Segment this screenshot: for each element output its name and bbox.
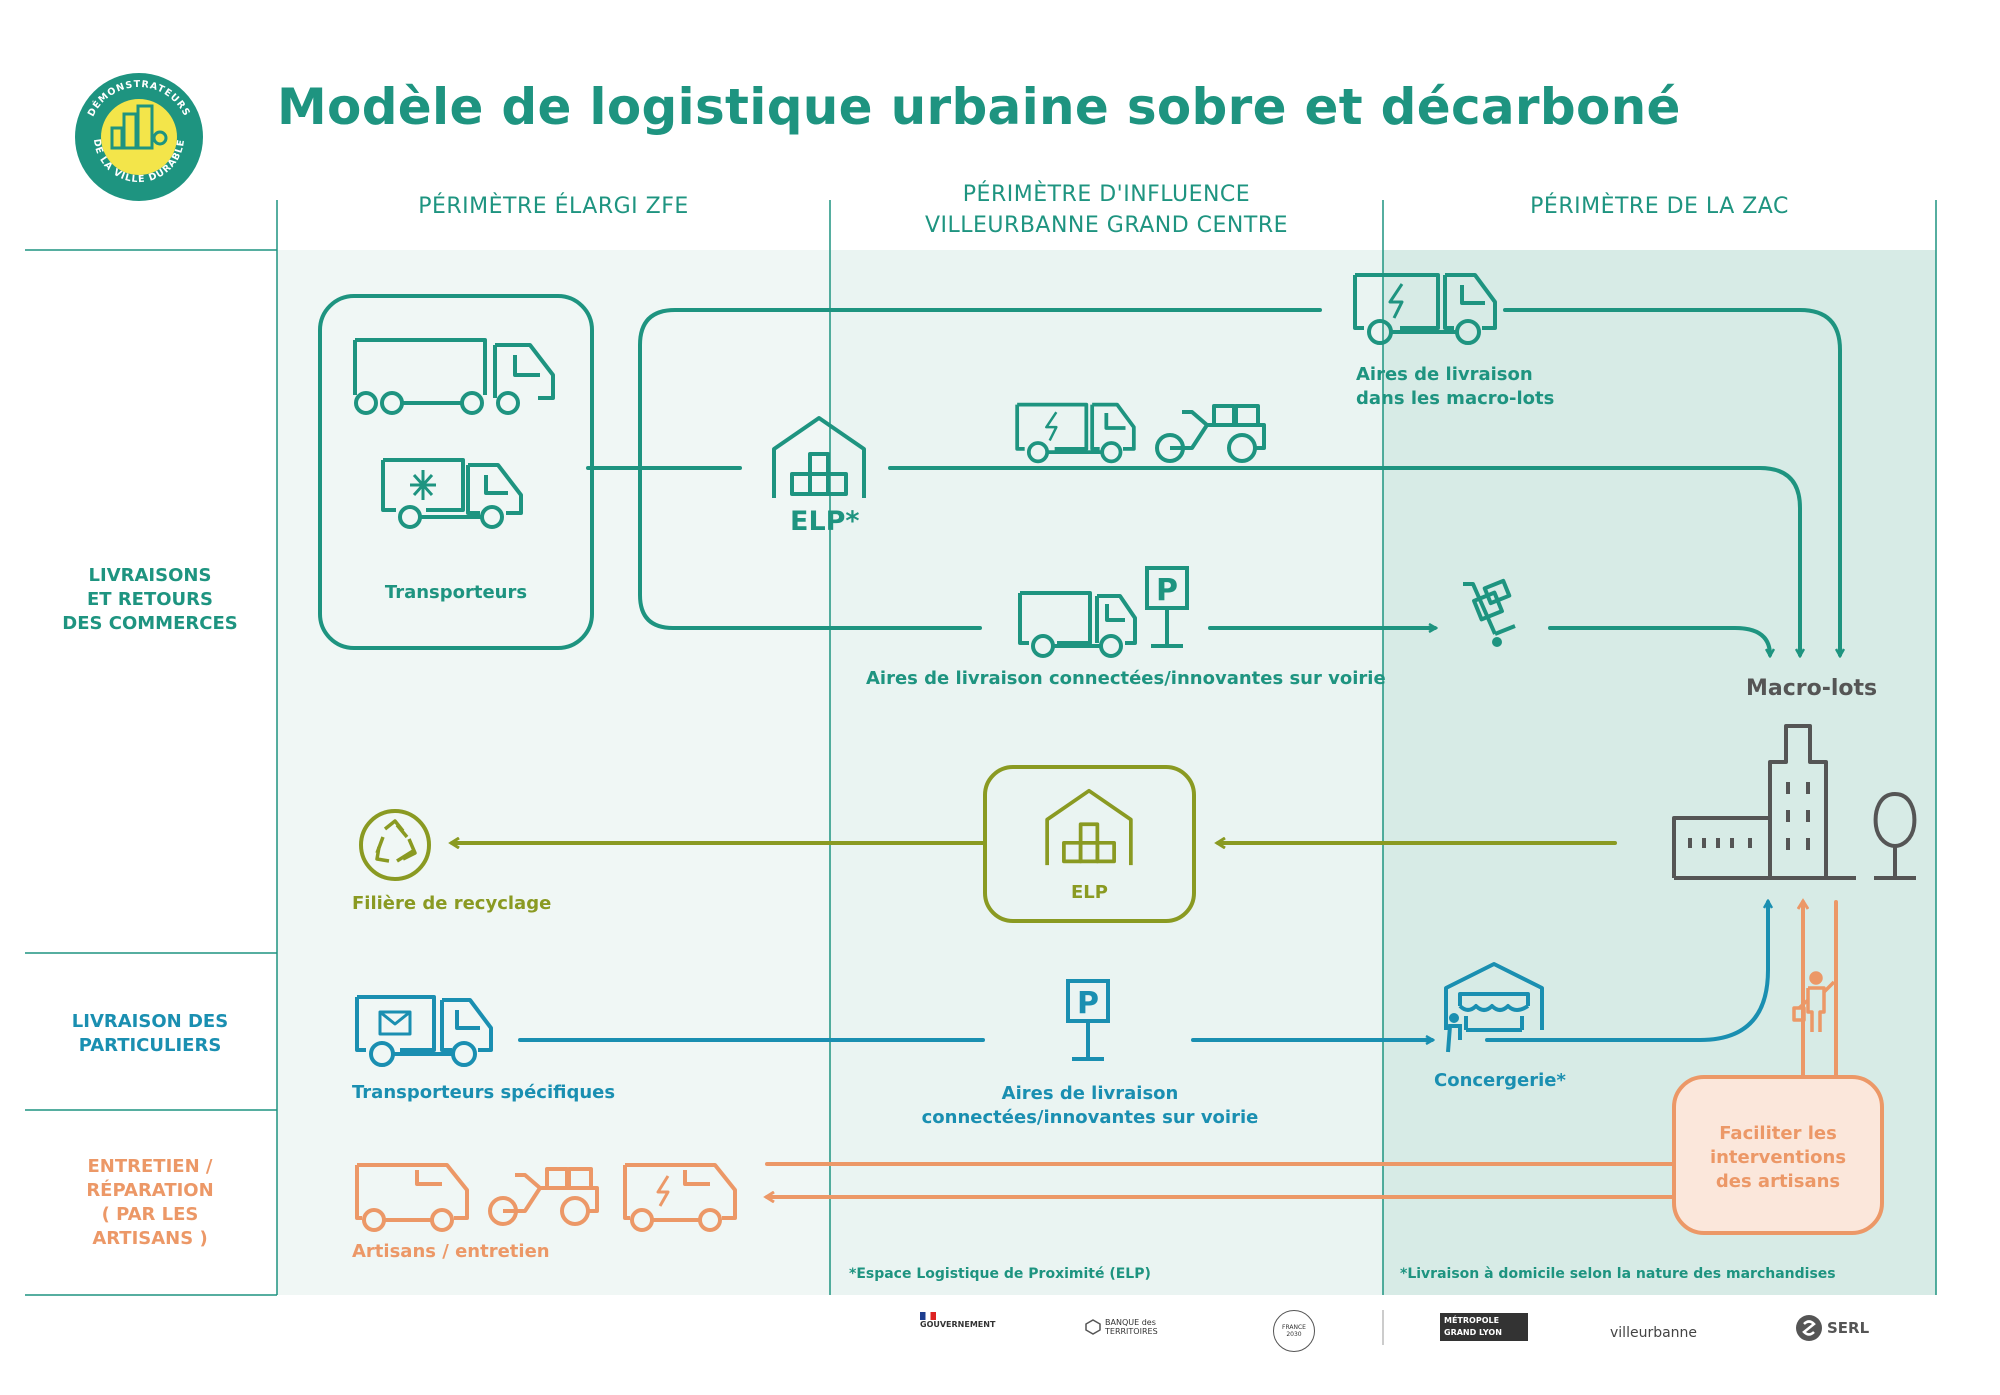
- aires-voirie-label-1: Aires de livraison connectées/innovantes…: [866, 668, 1386, 689]
- cargo-bike-icon: [1155, 404, 1266, 463]
- transporteurs-specifiques-label: Transporteurs spécifiques: [352, 1082, 616, 1103]
- mail-truck-icon: [355, 995, 493, 1067]
- warehouse-icon: [1045, 788, 1133, 866]
- recyclage-label: Filière de recyclage: [352, 893, 552, 914]
- column-header-influence: PÉRIMÈTRE D'INFLUENCE VILLEURBANNE GRAND…: [924, 182, 1289, 238]
- partner-logo-serl: SERL: [1795, 1314, 1869, 1342]
- partner-logo-metropole: MÉTROPOLE GRAND LYON: [1440, 1313, 1528, 1341]
- partner-logo-gouvernement: GOUVERNEMENT: [920, 1312, 1000, 1329]
- hexagon-icon: [1085, 1319, 1101, 1335]
- semi-truck-icon: [353, 338, 555, 415]
- partner-logo-villeurbanne: villeurbanne: [1610, 1325, 1698, 1341]
- artisan-bike-icon: [488, 1167, 599, 1226]
- macro-lots-label: Macro-lots: [1746, 676, 1878, 701]
- artisan-van-icon: [355, 1163, 469, 1232]
- hand-truck-icon: [1463, 578, 1516, 647]
- aires-macro-label: Aires de livraison dans les macro-lots: [1356, 364, 1555, 409]
- concierge-shop-icon: [1444, 962, 1544, 1053]
- row-label-commerces: LIVRAISONS ET RETOURS DES COMMERCES: [62, 565, 238, 634]
- elp-note: *Espace Logistique de Proximité (ELP): [849, 1266, 1151, 1282]
- livraison-note: *Livraison à domicile selon la nature de…: [1400, 1266, 1836, 1282]
- recycle-icon: [359, 809, 431, 881]
- warehouse-icon: [772, 416, 866, 498]
- transporteurs-box: [318, 294, 594, 650]
- partner-logo-france2030: FRANCE 2030: [1273, 1310, 1315, 1352]
- faciliter-box: [1672, 1075, 1884, 1235]
- badge-icon: DÉMONSTRATEURS DE LA VILLE DURABLE: [75, 73, 203, 201]
- partner-logo-banque: BANQUE des TERRITOIRES: [1085, 1318, 1161, 1336]
- elp-box: [983, 765, 1196, 923]
- electric-van-icon: [1353, 273, 1497, 345]
- row-label-particuliers: LIVRAISON DES PARTICULIERS: [71, 1011, 229, 1056]
- row-label-artisans: ENTRETIEN / RÉPARATION ( PAR LES ARTISAN…: [86, 1156, 214, 1249]
- buildings-icon: [1672, 724, 1856, 880]
- serl-icon: [1796, 1315, 1822, 1341]
- zone-zfe: [277, 250, 830, 1295]
- svg-text:P: P: [1077, 986, 1099, 1021]
- page-title: Modèle de logistique urbaine sobre et dé…: [277, 78, 1681, 136]
- van-icon: [1018, 591, 1137, 658]
- tree-icon: [1873, 791, 1917, 880]
- column-header-zfe: PÉRIMÈTRE ÉLARGI ZFE: [418, 194, 689, 219]
- electric-van-icon: [1015, 402, 1136, 464]
- parking-sign-icon: P: [1066, 979, 1110, 1061]
- artisans-label: Artisans / entretien: [352, 1241, 550, 1262]
- refrigerated-truck-icon: [381, 458, 523, 529]
- transporteurs-label: Transporteurs: [384, 582, 528, 603]
- parking-sign-icon: P: [1145, 566, 1189, 648]
- concergerie-label: Concergerie*: [1434, 1070, 1566, 1091]
- faciliter-label: Faciliter les interventions des artisans: [1709, 1123, 1847, 1192]
- worker-icon: [1792, 971, 1836, 1032]
- aires-voirie-label-2: Aires de livraison connectées/innovantes…: [921, 1083, 1259, 1128]
- artisan-electric-van-icon: [623, 1163, 737, 1232]
- svg-text:P: P: [1156, 573, 1178, 608]
- column-header-zac: PÉRIMÈTRE DE LA ZAC: [1530, 194, 1789, 219]
- elp-label: ELP: [1071, 882, 1108, 903]
- elp-star-label: ELP*: [790, 506, 860, 537]
